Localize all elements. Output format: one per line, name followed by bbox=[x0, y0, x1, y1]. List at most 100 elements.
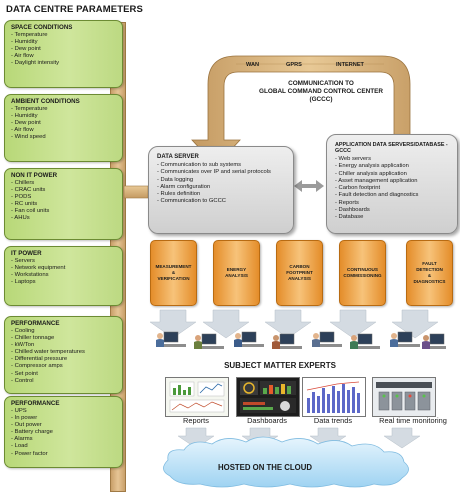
data-server-item: - Communication to sub systems bbox=[157, 162, 242, 168]
app-server-box: APPLICATION DATA SERVERS/DATABASE -GCCC … bbox=[326, 134, 458, 234]
param-item: - Chilled water temperatures bbox=[11, 349, 85, 356]
app-server-item: - Fault detection and diagnostics bbox=[335, 192, 419, 199]
app-label-line: CARBON bbox=[289, 264, 310, 269]
server-link-arrow bbox=[294, 180, 324, 192]
param-item: - Temperature bbox=[11, 106, 48, 112]
param-item: - Chiller tonnage bbox=[11, 335, 55, 342]
param-item: - Air flow bbox=[11, 127, 34, 134]
app-server-item: - Carbon footprint bbox=[335, 185, 381, 192]
data-trends-thumbnail bbox=[302, 377, 366, 417]
param-item: - Cooling bbox=[11, 328, 35, 334]
communication-line: (GCCC) bbox=[309, 96, 333, 103]
communication-line: COMMUNICATION TO bbox=[288, 80, 354, 87]
app-label-line: & bbox=[427, 273, 432, 278]
app-label-line: FOOTPRINT bbox=[286, 270, 313, 275]
app-label-line: COMMISSIONING bbox=[343, 273, 382, 278]
network-label-wan: WAN bbox=[246, 62, 260, 68]
param-item: - Wind speed bbox=[11, 134, 46, 141]
app-label-line: MEASUREMENT bbox=[155, 264, 192, 269]
param-item: - Workstations bbox=[11, 272, 49, 279]
bar-to-server-connector bbox=[123, 185, 149, 199]
network-label-internet: INTERNET bbox=[336, 62, 364, 68]
param-item: - Out power bbox=[11, 422, 42, 429]
app-label-line: ENERGY bbox=[226, 267, 247, 272]
expert-figure bbox=[194, 333, 224, 349]
param-item: - PODS bbox=[11, 194, 32, 201]
subject-matter-experts-label: SUBJECT MATTER EXPERTS bbox=[224, 361, 336, 370]
expert-figure bbox=[390, 331, 420, 347]
param-heading: PERFORMANCE bbox=[11, 400, 60, 407]
param-item: - Battery charge bbox=[11, 429, 53, 436]
expert-figure bbox=[272, 333, 302, 349]
app-label-line: FAULT bbox=[422, 261, 437, 266]
param-item: - Laptops bbox=[11, 279, 36, 286]
page-title: DATA CENTRE PARAMETERS bbox=[6, 4, 143, 15]
param-box-performance-ups: PERFORMANCE - UPS - In power - Out power… bbox=[4, 396, 123, 468]
app-label-line: DIAGNOSTICS bbox=[413, 279, 446, 284]
param-box-performance-cooling: PERFORMANCE - Cooling - Chiller tonnage … bbox=[4, 316, 123, 394]
param-item: - kW/Ton bbox=[11, 342, 35, 349]
data-server-box: DATA SERVER - Communication to sub syste… bbox=[148, 146, 294, 234]
cloud-label: HOSTED ON THE CLOUD bbox=[218, 463, 312, 472]
param-item: - Power factor bbox=[11, 450, 48, 457]
param-box-ambient-conditions: AMBIENT CONDITIONS - Temperature - Humid… bbox=[4, 94, 123, 162]
param-item: - CRAC units bbox=[11, 187, 46, 194]
param-item: - Fan coil units bbox=[11, 208, 50, 215]
param-heading: IT POWER bbox=[11, 250, 42, 257]
param-item: - Dew point bbox=[11, 120, 41, 127]
expert-figure bbox=[422, 333, 446, 349]
param-item: - In power bbox=[11, 415, 38, 422]
expert-figure bbox=[234, 331, 264, 347]
data-server-item: - Rules definition bbox=[157, 191, 201, 198]
communication-label: COMMUNICATION TO GLOBAL COMMAND CONTROL … bbox=[236, 80, 406, 104]
output-caption-real-time-monitoring: Real time monitoring bbox=[379, 416, 447, 425]
app-continuous-commissioning: CONTINUOUS COMMISSIONING bbox=[339, 240, 386, 306]
app-server-item: - Asset management application bbox=[335, 177, 418, 184]
param-item: - Chillers bbox=[11, 180, 35, 186]
expert-figures bbox=[156, 331, 446, 349]
output-caption-data-trends: Data trends bbox=[313, 416, 353, 425]
communication-line: GLOBAL COMMAND CONTROL CENTER bbox=[258, 88, 384, 95]
expert-figure bbox=[156, 331, 186, 347]
param-item: - Load bbox=[11, 443, 28, 450]
param-heading: PERFORMANCE bbox=[11, 320, 60, 327]
param-item: - Humidity bbox=[11, 39, 38, 46]
app-server-heading: APPLICATION DATA SERVERS/DATABASE -GCCC bbox=[335, 142, 448, 154]
app-server-item: - Web servers bbox=[335, 156, 371, 162]
param-item: - Compressor amps bbox=[11, 363, 63, 370]
param-heading: AMBIENT CONDITIONS bbox=[11, 98, 80, 105]
param-box-non-it-power: NON IT POWER - Chillers - CRAC units - P… bbox=[4, 168, 123, 240]
param-item: - Temperature bbox=[11, 32, 48, 38]
app-server-item: - Database bbox=[335, 214, 364, 221]
param-item: - Humidity bbox=[11, 113, 38, 120]
app-server-item: - Energy analysis application bbox=[335, 163, 409, 170]
data-server-item: - Alarm configuration bbox=[157, 183, 211, 190]
network-label-gprs: GPRS bbox=[286, 62, 302, 68]
param-heading: NON IT POWER bbox=[11, 172, 58, 179]
param-item: - Alarms bbox=[11, 436, 33, 443]
data-server-item: - Communicates over IP and serial protoc… bbox=[157, 169, 271, 176]
app-measurement-verification: MEASUREMENT & VERIFICATION bbox=[150, 240, 197, 306]
reports-thumbnail bbox=[165, 377, 229, 417]
param-item: - Air flow bbox=[11, 53, 34, 60]
param-item: - Set point bbox=[11, 370, 38, 377]
app-server-item: - Dashboards bbox=[335, 207, 370, 214]
app-label-line: DETECTION bbox=[416, 267, 443, 272]
app-label-line: CONTINUOUS bbox=[347, 267, 378, 272]
app-server-item: - Reports bbox=[335, 199, 359, 206]
app-label-line: VERIFICATION bbox=[157, 276, 190, 281]
param-box-it-power: IT POWER - Servers - Network equipment -… bbox=[4, 246, 123, 306]
param-item: - Dew point bbox=[11, 46, 41, 53]
param-item: - AHUs bbox=[11, 215, 30, 222]
app-fault-detection: FAULT DETECTION & DIAGNOSTICS bbox=[406, 240, 453, 306]
app-label-line: ANALYSIS bbox=[288, 276, 311, 281]
param-box-space-conditions: SPACE CONDITIONS - Temperature - Humidit… bbox=[4, 20, 123, 88]
app-carbon-footprint: CARBON FOOTPRINT ANALYSIS bbox=[276, 240, 323, 306]
app-server-item: - Chiller analysis application bbox=[335, 170, 407, 177]
param-item: - Network equipment bbox=[11, 265, 66, 272]
param-item: - Servers bbox=[11, 258, 35, 264]
output-caption-reports: Reports bbox=[183, 416, 209, 425]
real-time-monitoring-thumbnail bbox=[372, 377, 436, 417]
param-item: - Control bbox=[11, 377, 34, 384]
expert-figure bbox=[350, 333, 380, 349]
